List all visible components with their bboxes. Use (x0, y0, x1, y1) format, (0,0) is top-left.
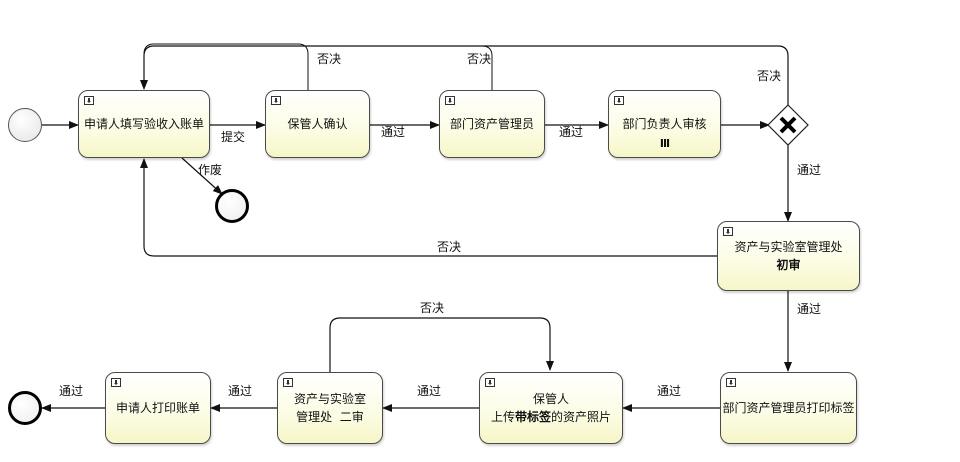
task-label-line2: 上传带标签的资产照片 (491, 408, 611, 426)
flow-label-pass: 通过 (797, 163, 822, 177)
flow-label-pass: 通过 (228, 384, 253, 398)
exclusive-gateway (767, 104, 809, 146)
flow-label-submit: 提交 (221, 130, 246, 144)
task-label-line1: 保管人 (532, 392, 569, 406)
task-asset-lab-first-review[interactable]: 资产与实验室管理处 初审 (717, 221, 860, 291)
user-task-icon (723, 227, 733, 236)
task-label: 申请人填写验收入账单 (83, 117, 204, 131)
flow-reject-t5 (140, 158, 717, 257)
task-upload-photo[interactable]: 保管人 上传带标签的资产照片 (479, 372, 623, 444)
end-event-void (215, 189, 249, 223)
task-label: 部门负责人审核 (622, 117, 707, 131)
task-label-line1: 资产与实验室管理处 (734, 240, 843, 254)
task-label: 部门资产管理员 (449, 117, 534, 131)
task-apply-fill-form[interactable]: 申请人填写验收入账单 (78, 90, 210, 158)
user-task-icon (485, 378, 495, 387)
task-dept-asset-admin[interactable]: 部门资产管理员 (439, 90, 545, 158)
user-task-icon (283, 378, 293, 387)
task-print-bill[interactable]: 申请人打印账单 (105, 372, 211, 444)
flow-label-pass: 通过 (797, 302, 822, 316)
flow-label-reject: 否决 (467, 52, 492, 66)
text-part: 的资产照片 (551, 410, 612, 424)
flow-label-reject: 否决 (317, 52, 342, 66)
task-label-line2: 初审 (776, 258, 801, 272)
task-label-line2: 管理处 二审 (296, 410, 364, 424)
text-part: 上传 (490, 410, 515, 424)
flow-reject-t2 (143, 43, 309, 90)
task-label: 保管人确认 (287, 117, 348, 131)
flow-label-pass: 通过 (59, 384, 84, 398)
flow-label-void: 作废 (198, 163, 223, 177)
flow-reject-t8 (329, 317, 554, 372)
end-event-final (8, 391, 42, 425)
flow-label-reject: 否决 (757, 69, 782, 83)
user-task-icon (726, 378, 736, 387)
user-task-icon (614, 96, 624, 105)
flow-label-reject: 否决 (437, 240, 462, 254)
flow-label-pass: 通过 (559, 125, 584, 139)
multi-instance-marker: III (659, 137, 670, 150)
task-dept-head-review[interactable]: 部门负责人审核 III (608, 90, 721, 158)
task-label-line1: 资产与实验室 (293, 392, 366, 406)
user-task-icon (111, 378, 121, 387)
task-print-label[interactable]: 部门资产管理员打印标签 (720, 372, 857, 444)
task-custodian-confirm[interactable]: 保管人确认 (265, 90, 370, 158)
flow-reject-t3 (481, 45, 493, 90)
task-label: 部门资产管理员打印标签 (722, 401, 855, 415)
task-asset-lab-second-review[interactable]: 资产与实验室 管理处 二审 (277, 372, 383, 444)
flow-label-reject: 否决 (420, 301, 445, 315)
flow-label-pass: 通过 (381, 125, 406, 139)
user-task-icon (445, 96, 455, 105)
start-event (8, 108, 42, 142)
user-task-icon (271, 96, 281, 105)
task-label: 申请人打印账单 (115, 401, 200, 415)
text-part-bold: 带标签 (514, 410, 551, 424)
flow-label-pass: 通过 (657, 384, 682, 398)
user-task-icon (84, 96, 94, 105)
flow-void (181, 157, 223, 195)
flow-label-pass: 通过 (417, 384, 442, 398)
